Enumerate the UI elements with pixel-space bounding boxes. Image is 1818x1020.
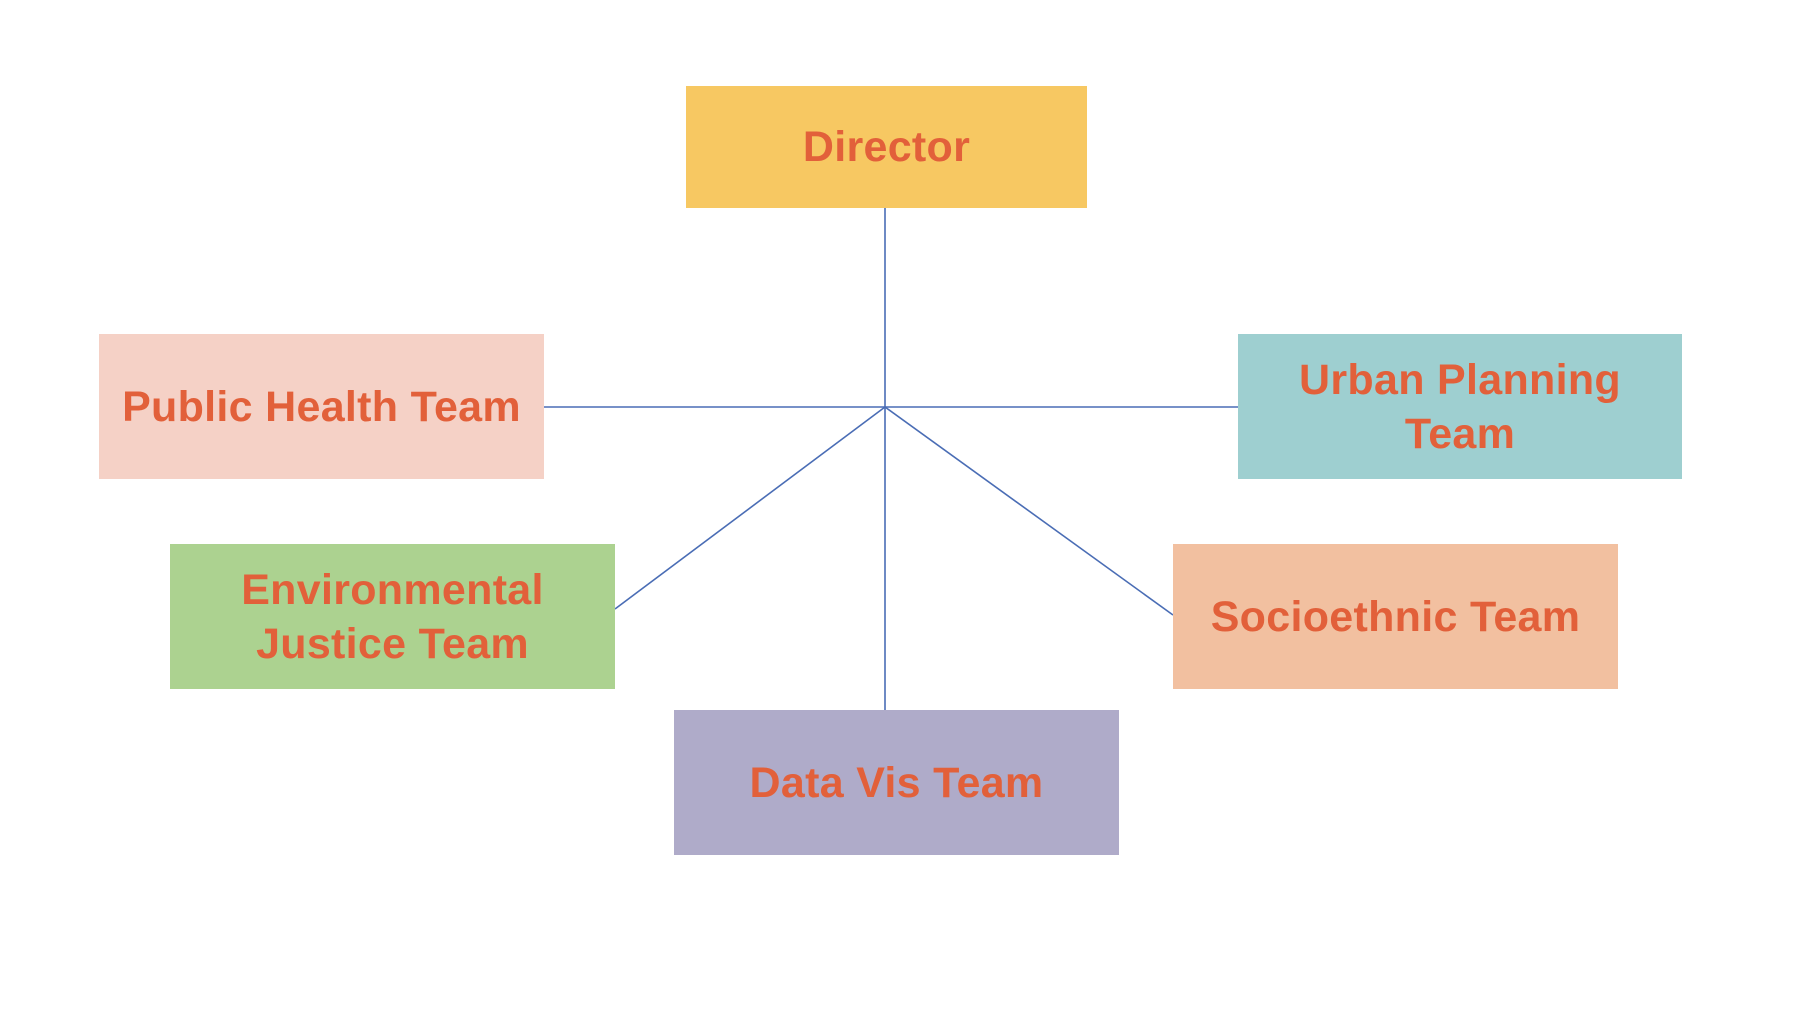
urban-planning-team-label: Urban Planning Team: [1299, 355, 1621, 458]
socioethnic-team-label: Socioethnic Team: [1210, 592, 1581, 641]
socioethnic-team-box: Socioethnic Team: [1173, 544, 1618, 689]
director-box: Director: [686, 86, 1087, 208]
urban-planning-team-box: Urban Planning Team: [1238, 334, 1682, 479]
public-health-team-label: Public Health Team: [122, 382, 521, 431]
public-health-team-box: Public Health Team: [99, 334, 544, 479]
environmental-justice-team-box: Environmental Justice Team: [170, 544, 615, 689]
connector-hub-to-socioethnic: [884, 406, 1174, 616]
director-label: Director: [802, 123, 971, 171]
data-vis-team-box: Data Vis Team: [674, 710, 1119, 855]
data-vis-team-label: Data Vis Team: [749, 758, 1044, 807]
environmental-justice-team-label: Environmental Justice Team: [241, 565, 544, 668]
connector-hub-to-environmental-justice: [614, 406, 886, 610]
